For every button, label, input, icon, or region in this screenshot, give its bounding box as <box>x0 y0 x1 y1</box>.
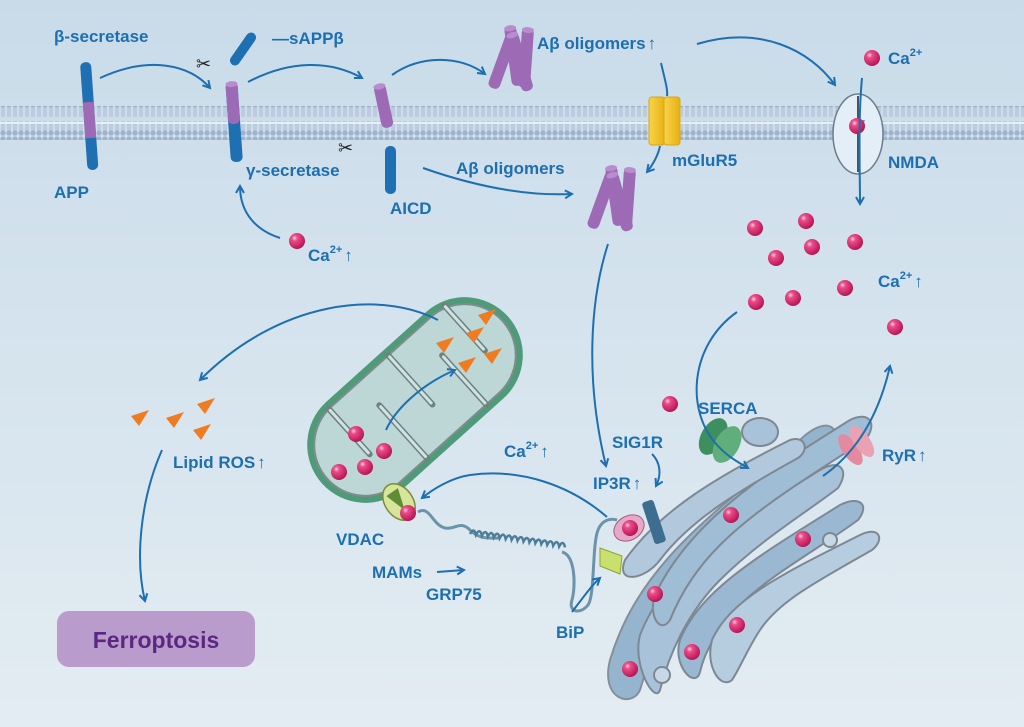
arrow-ros-to-ferroptosis <box>140 449 163 601</box>
ca-nmda-label: Ca2+ <box>888 47 922 68</box>
gamma-secretase-label: γ-secretase <box>246 161 340 180</box>
arrow-ca-to-gamma <box>240 186 281 239</box>
arrow-oligomer-to-mglur5 <box>660 62 669 97</box>
sig1r-protein <box>642 500 666 544</box>
bip-label: BiP <box>556 623 584 642</box>
ip3r-label: IP3R↑ <box>593 474 641 493</box>
arrow-sig1r-to-ip3r <box>651 453 659 486</box>
grp75-coil <box>468 529 567 551</box>
c99-fragment <box>225 81 243 162</box>
arrow-c99-to-abeta <box>247 64 362 83</box>
nmda-label: NMDA <box>888 153 939 172</box>
abeta-oligomers-top-label: Aβ oligomers↑ <box>537 34 656 53</box>
abeta-oligomers-mid-label: Aβ oligomers <box>456 159 565 178</box>
ryr-label: RyR↑ <box>882 446 927 465</box>
calcium-ion <box>864 50 880 66</box>
abeta-monomer <box>373 83 394 128</box>
arrow-mito-ca-to-ros <box>385 370 455 431</box>
bip-protein <box>599 547 623 575</box>
calcium-ion <box>289 233 305 249</box>
grp75-label: GRP75 <box>426 585 482 604</box>
arrow-oligomer-to-nmda <box>696 36 835 85</box>
app-protein <box>80 62 99 170</box>
arrow-abeta-to-oligomer <box>391 58 485 76</box>
arrow-ryr-release <box>822 366 890 477</box>
arrow-mito-to-lipid-ros <box>200 303 439 380</box>
arrow-serca-uptake <box>695 311 748 468</box>
ferroptosis-label: Ferroptosis <box>93 627 220 653</box>
serca-label: SERCA <box>698 399 758 418</box>
calcium-ion <box>400 505 416 521</box>
scissors-icon: ✂ <box>196 54 211 74</box>
aicd-fragment <box>385 146 396 194</box>
mams-label: MAMs <box>372 563 422 582</box>
scissors-icon: ✂ <box>338 138 353 158</box>
ferroptosis-box: Ferroptosis <box>57 611 255 667</box>
arrow-aicd-to-oligomer <box>422 167 572 194</box>
pathway-arrows <box>99 36 890 613</box>
ca-gamma-label: Ca2+↑ <box>308 244 353 265</box>
arrow-mglur5-to-oligomer <box>647 145 661 172</box>
arrow-app-to-c99 <box>99 63 210 88</box>
vdac-label: VDAC <box>336 530 384 549</box>
app-label: APP <box>54 183 89 202</box>
sig1r-label: SIG1R <box>612 433 663 452</box>
arrow-bip <box>571 578 600 613</box>
grp75-tether <box>417 509 501 540</box>
ca-mam-label: Ca2+↑ <box>504 440 549 461</box>
calcium-ion <box>622 520 638 536</box>
mglur5-label: mGluR5 <box>672 151 737 170</box>
grp75-linker <box>561 517 618 613</box>
arrow-ip3r-to-vdac <box>422 472 608 518</box>
calcium-ion <box>849 118 865 134</box>
nmda-receptor <box>832 93 884 175</box>
arrow-nmda-influx <box>860 77 863 204</box>
ca-cyto-label: Ca2+↑ <box>878 270 923 291</box>
lipid-ros-label: Lipid ROS↑ <box>173 453 266 472</box>
sappb-fragment <box>229 32 257 66</box>
mams-arrow <box>436 570 464 572</box>
mglur5-receptor <box>648 96 681 146</box>
arrow-oligomer-to-ip3r <box>591 243 608 466</box>
aicd-label: AICD <box>390 199 432 218</box>
serca-pump <box>698 418 742 463</box>
mitochondrion <box>307 297 523 503</box>
sappb-label: —sAPPβ <box>272 29 344 48</box>
beta-secretase-label: β-secretase <box>54 27 149 46</box>
